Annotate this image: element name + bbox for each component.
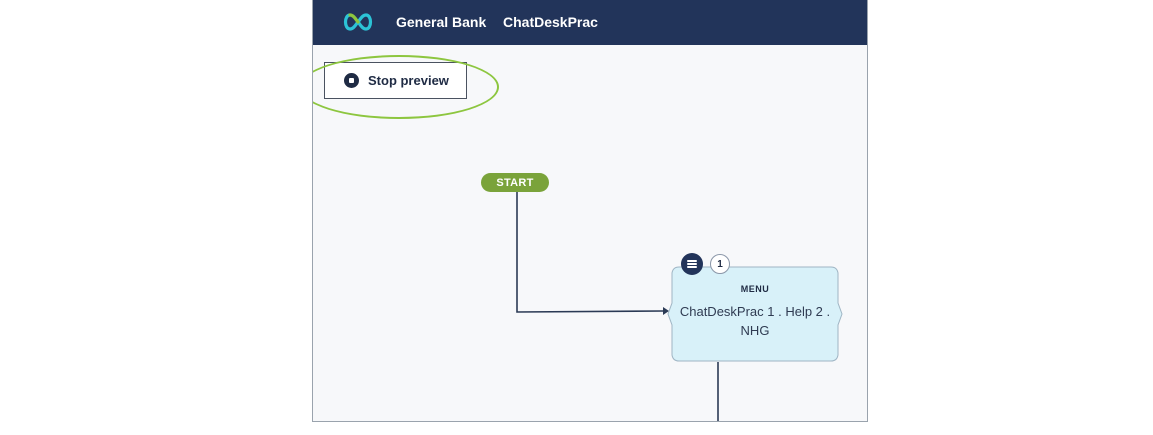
top-navigation-bar: General Bank ChatDeskPrac	[313, 0, 867, 45]
stop-preview-label: Stop preview	[368, 73, 449, 88]
menu-node[interactable]: MENU ChatDeskPrac 1 . Help 2 . NHG	[667, 266, 843, 362]
count-badge: 1	[710, 254, 730, 274]
infinity-logo-icon[interactable]	[341, 10, 375, 34]
stop-circle-icon	[344, 73, 359, 88]
start-node[interactable]: START	[481, 173, 549, 192]
list-icon[interactable]	[681, 253, 703, 275]
menu-node-shape	[667, 266, 843, 362]
flow-editor-frame: General Bank ChatDeskPrac Stop preview S…	[312, 0, 868, 422]
brand-name[interactable]: General Bank	[396, 14, 487, 30]
app-name[interactable]: ChatDeskPrac	[503, 14, 598, 30]
menu-node-type: MENU	[740, 284, 770, 294]
stop-preview-button[interactable]: Stop preview	[324, 62, 467, 99]
menu-node-text: ChatDeskPrac 1 . Help 2 . NHG	[679, 304, 831, 338]
start-to-menu-connector	[516, 192, 664, 313]
